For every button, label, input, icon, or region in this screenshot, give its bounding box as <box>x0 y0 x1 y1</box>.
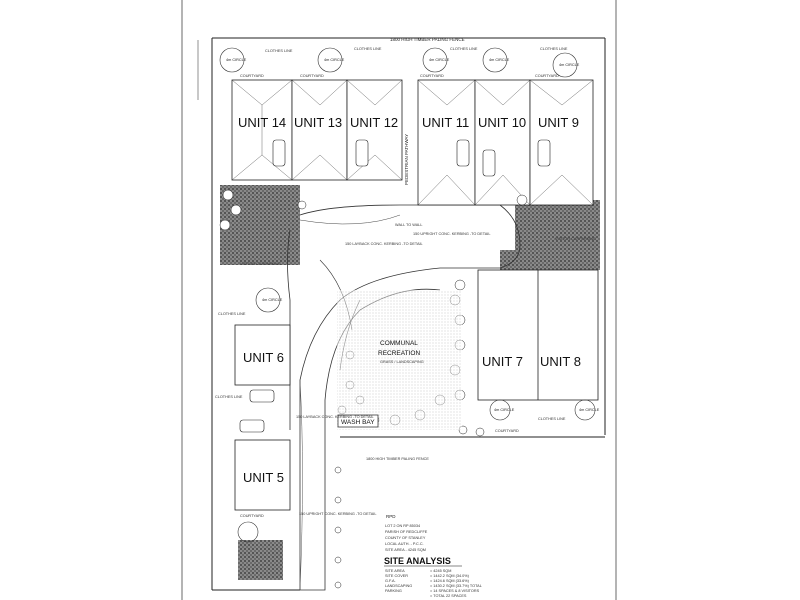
car-icons <box>239 139 551 433</box>
recreation-label: RECREATION <box>378 350 420 357</box>
circle-label: 4m CIRCLE <box>559 63 580 67</box>
circle-markers <box>219 47 596 543</box>
wash-bay-box <box>337 414 379 428</box>
layback-kerb-label-2: 150 LAYBACK CONC. KERBING -TO DETAIL <box>296 415 374 419</box>
circle-label: 4m CIRCLE <box>429 58 450 62</box>
courtyard-label: COURTYARD <box>300 74 324 78</box>
unit-9-label: UNIT 9 <box>538 115 579 130</box>
lot-label: LOT 2 ON RP 85034 <box>385 524 420 528</box>
unit-12-label: UNIT 12 <box>350 115 398 130</box>
title-block: RPD LOT 2 ON RP 85034 PARISH OF REDCLIFF… <box>384 514 462 567</box>
upright-kerb-label-1: 150 UPRIGHT CONC. KERBING -TO DETAIL <box>413 232 490 236</box>
circle-label: 4m CIRCLE <box>324 58 345 62</box>
unit-14-label: UNIT 14 <box>238 115 286 130</box>
clothes-line-label: CLOTHES LINE <box>354 47 382 51</box>
site-analysis-table: SITE AREA = 4245 SQM SITE COVER = 1442.2 SQ… <box>385 569 482 598</box>
site-analysis-value: = 14 SPACES & 8 VISITORS <box>430 589 480 593</box>
courtyard-label: COURTYARD <box>535 74 559 78</box>
visitor-parking-label: VISITOR CARPARKING <box>240 262 281 266</box>
pathway-label: PEDESTRIAN PATHWAY <box>404 134 409 185</box>
clothes-line-label: CLOTHES LINE <box>540 47 568 51</box>
unit-5-label: UNIT 5 <box>243 470 284 485</box>
top-fence-label: 1800 HIGH TIMBER PALING FENCE <box>390 37 465 42</box>
site-area-label: SITE AREA - 4245 SQM <box>385 548 426 552</box>
unit-13-footprint <box>291 79 348 181</box>
site-analysis-value: = TOTAL 22 SPACES <box>430 594 467 598</box>
unit-5-footprint <box>234 439 291 511</box>
unit-11-label: UNIT 11 <box>422 115 469 130</box>
communal-grass <box>337 290 462 430</box>
clothes-line-label: CLOTHES LINE <box>265 49 293 53</box>
upright-kerb-label-2: 150 UPRIGHT CONC. KERBING -TO DETAIL <box>299 512 376 516</box>
circle-label: 4m CIRCLE <box>579 408 600 412</box>
unit-13-label: UNIT 13 <box>294 115 342 130</box>
site-analysis-value: = 1430.2 SQM (33.7%) TOTAL <box>430 584 482 588</box>
site-boundary <box>197 37 606 591</box>
courtyard-label: COURTYARD <box>240 74 264 78</box>
clothes-line-label: CLOTHES LINE <box>538 417 566 421</box>
clothes-line-label: CLOTHES LINE <box>218 312 246 316</box>
communal-sub-label: GRASS / LANDSCAPING <box>380 360 424 364</box>
unit-6-footprint <box>234 324 291 386</box>
unit-10-label: UNIT 10 <box>478 115 526 130</box>
site-analysis-heading: SITE ANALYSIS <box>384 556 451 566</box>
site-analysis-value: = 4245 SQM <box>430 569 451 573</box>
site-analysis-key: G.F.A. <box>385 579 396 583</box>
unit-7-label: UNIT 7 <box>482 354 523 369</box>
circle-label: 4m CIRCLE <box>262 298 283 302</box>
unit-6-label: UNIT 6 <box>243 350 284 365</box>
unit-8-label: UNIT 8 <box>540 354 581 369</box>
wall-to-wall-label: WALL TO WALL <box>395 223 423 227</box>
visitor-parking-label: VISITOR CARPARKING <box>555 237 596 241</box>
wash-bay-label: WASH BAY <box>341 419 375 426</box>
site-analysis-key: SITE COVER <box>385 574 408 578</box>
county-label: COUNTY OF STANLEY <box>385 536 426 540</box>
layback-kerb-label-1: 150 LAYBACK CONC. KERBING -TO DETAIL <box>345 242 423 246</box>
clothes-line-label: CLOTHES LINE <box>215 395 243 399</box>
site-analysis-value: = 1424.6 SQM (33.6%) <box>430 579 470 583</box>
parish-label: PARISH OF REDCLIFFE <box>385 530 428 534</box>
rpd-label: RPD <box>386 514 396 519</box>
communal-label: COMMUNAL <box>380 340 418 347</box>
driveway-edge-2 <box>287 229 291 430</box>
courtyard-label: COURTYARD <box>420 74 444 78</box>
site-analysis-key: SITE AREA <box>385 569 405 573</box>
site-analysis-key: PARKING <box>385 589 402 593</box>
circle-label: 4m CIRCLE <box>226 58 247 62</box>
unit-10-footprint <box>474 79 531 206</box>
clothes-line-label: CLOTHES LINE <box>450 47 478 51</box>
courtyard-label: COURTYARD <box>240 514 264 518</box>
local-auth-label: LOCAL AUTH. - P.C.C. <box>385 542 424 546</box>
circle-label: 4m CIRCLE <box>494 408 515 412</box>
site-analysis-key: LANDSCAPING <box>385 584 412 588</box>
bottom-fence-label: 1800 HIGH TIMBER PALING FENCE <box>366 457 429 461</box>
circle-label: 4m CIRCLE <box>489 58 510 62</box>
site-analysis-value: = 1442.2 SQM (34.0%) <box>430 574 470 578</box>
unit-12-footprint <box>346 79 403 181</box>
courtyard-label: COURTYARD <box>495 429 519 433</box>
